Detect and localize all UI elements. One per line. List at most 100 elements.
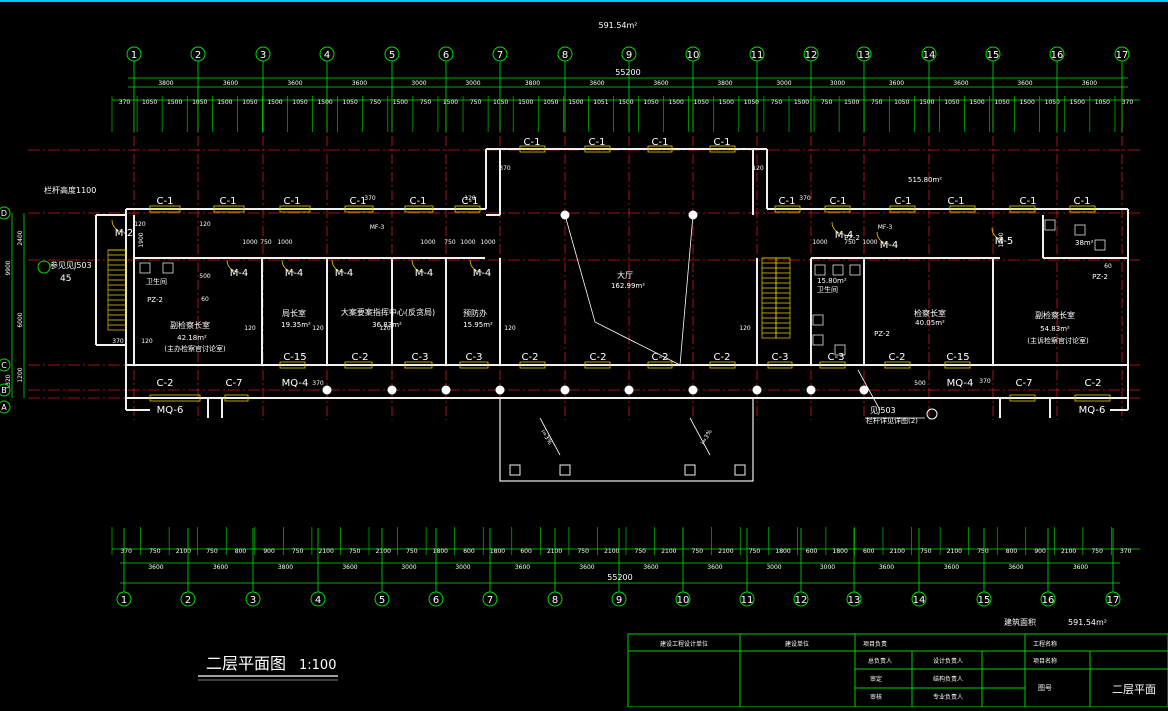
door-dim-14: 120 <box>739 325 751 332</box>
room6-note: (主诉检察官讨论室) <box>1027 336 1089 345</box>
axis-label-bottom-2: 2 <box>185 595 191 606</box>
axis-label-bottom-11: 11 <box>741 595 754 606</box>
door-dim-5: 1000 <box>460 239 475 246</box>
fixture-0 <box>139 262 151 274</box>
door-label-mq4-left: MQ-4 <box>282 378 309 389</box>
dim-bay-top-11: 3000 <box>830 80 845 87</box>
dim-sub-bottom-33: 2100 <box>1061 548 1076 555</box>
dim-sub-bottom-17: 2100 <box>604 548 619 555</box>
axis-label-top-13: 13 <box>858 50 871 61</box>
dim-sub-top-25: 1050 <box>744 99 759 106</box>
room1-name: 副检察长室 <box>170 320 210 330</box>
column-10 <box>859 385 869 395</box>
toilet-mid-label: 卫生间 <box>817 285 838 294</box>
room4-name: 预防办 <box>463 308 487 318</box>
window-bottom-7 <box>584 361 611 369</box>
axis-label-bottom-13: 13 <box>848 595 861 606</box>
fixture-8 <box>1044 219 1056 231</box>
dim-sub-top-12: 750 <box>420 99 432 106</box>
canopy-column-2 <box>684 464 696 476</box>
dim-sub-bottom-14: 600 <box>520 548 532 555</box>
dim-bay-bottom-0: 3600 <box>148 564 163 571</box>
slope-label-right: i=3% <box>700 428 714 446</box>
dim-sub-top-1: 1050 <box>142 99 157 106</box>
dim-sub-bottom-27: 2100 <box>890 548 905 555</box>
ref-right-detail: 栏杆详见详图(2) <box>866 416 918 425</box>
ref-leader-right <box>857 369 881 411</box>
axis-label-top-3: 3 <box>260 50 266 61</box>
axis-bubble-side-4 <box>0 400 11 414</box>
door-dim-11: 120 <box>312 325 324 332</box>
lobby-area: 162.99m² <box>611 282 645 290</box>
fixture-1 <box>162 262 174 274</box>
door-dim-6: 1000 <box>480 239 495 246</box>
dim-sub-bottom-31: 800 <box>1006 548 1018 555</box>
window-label-24: C-2 <box>652 352 669 363</box>
dim-sub-top-6: 1500 <box>267 99 282 106</box>
tb-row-0: 总负责人 <box>868 657 892 665</box>
dim-sub-top-15: 1050 <box>493 99 508 106</box>
fixture-2 <box>814 264 826 276</box>
dim-sub-bottom-9: 2100 <box>376 548 391 555</box>
dim-sub-top-4: 1500 <box>217 99 232 106</box>
axis-label-top-16: 16 <box>1051 50 1064 61</box>
dim-sub-top-9: 1050 <box>343 99 358 106</box>
dim-sub-top-2: 1500 <box>167 99 182 106</box>
slope-label-left: i=3% <box>539 428 553 446</box>
bottom-area-value: 591.54m² <box>1068 618 1107 627</box>
canopy-column-1 <box>559 464 571 476</box>
window-label-30: C-7 <box>1016 378 1033 389</box>
side-dim-1: 9900 <box>5 260 12 275</box>
window-label-11: C-1 <box>830 196 847 207</box>
tb-row2-0: 设计负责人 <box>933 657 963 665</box>
axis-label-bottom-10: 10 <box>677 595 690 606</box>
dim-bay-bottom-9: 3600 <box>707 564 722 571</box>
door-swing-8 <box>991 227 1005 241</box>
dim-sub-top-35: 1050 <box>994 99 1009 106</box>
window-label-13: C-1 <box>948 196 965 207</box>
dim-bay-bottom-14: 3600 <box>1008 564 1023 571</box>
room4-area: 15.95m² <box>463 321 493 329</box>
axis-bubble-side-2 <box>0 358 11 372</box>
window-bottom-1 <box>224 394 249 402</box>
column-8 <box>752 385 762 395</box>
window-label-1: C-1 <box>220 196 237 207</box>
window-bottom-6 <box>519 361 546 369</box>
dim-sub-top-36: 1500 <box>1020 99 1035 106</box>
window-label-9: C-1 <box>714 137 731 148</box>
window-bottom-15 <box>1074 394 1111 402</box>
dim-bay-top-10: 3000 <box>776 80 791 87</box>
bottom-area-label: 建筑面积 <box>1004 617 1036 627</box>
window-top-border <box>0 0 1168 2</box>
dim-sub-top-16: 1500 <box>518 99 533 106</box>
tb-row-1: 审定 <box>870 675 882 683</box>
window-bottom-5 <box>459 361 489 369</box>
dim-sub-top-40: 370 <box>1122 99 1134 106</box>
stair-ref-left: 参见见J503 <box>50 260 92 270</box>
door-label-2: M-4 <box>285 268 304 279</box>
fixture-5 <box>812 314 824 326</box>
dim-sub-bottom-32: 900 <box>1034 548 1046 555</box>
door-dim-24: 370 <box>499 165 511 172</box>
axis-label-top-12: 12 <box>805 50 818 61</box>
door-label-8: M-5 <box>995 236 1014 247</box>
door-label-6: M-4 <box>835 230 854 241</box>
column-11 <box>322 385 332 395</box>
dim-sub-bottom-19: 2100 <box>661 548 676 555</box>
dim-sub-bottom-12: 600 <box>463 548 475 555</box>
column-3 <box>441 385 451 395</box>
dim-bay-top-6: 3800 <box>525 80 540 87</box>
slope-arrow-right <box>689 417 711 456</box>
axis-label-bottom-7: 7 <box>487 595 493 606</box>
window-bottom-0 <box>149 394 201 402</box>
door-dim-9: 1000 <box>862 239 877 246</box>
dim-sub-top-29: 1500 <box>844 99 859 106</box>
window-label-18: C-15 <box>283 352 306 363</box>
dim-sub-bottom-0: 370 <box>121 548 133 555</box>
door-dim-19: 60 <box>1104 263 1112 270</box>
walls <box>95 148 1129 482</box>
dim-sub-top-20: 1500 <box>618 99 633 106</box>
tb-big-title: 二层平面 <box>1112 683 1156 696</box>
stair-mid-outline-b <box>775 257 791 339</box>
window-label-28: C-2 <box>889 352 906 363</box>
